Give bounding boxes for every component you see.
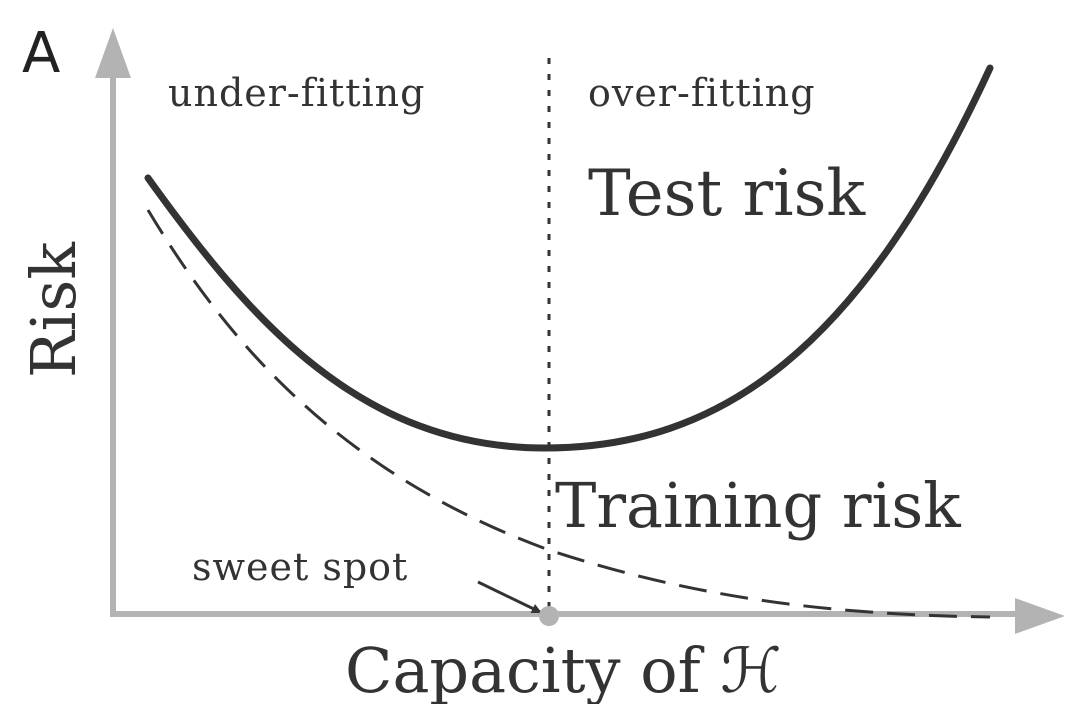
- test-risk-label: Test risk: [588, 157, 866, 231]
- test-risk-curve: [144, 64, 994, 452]
- x-axis-arrowhead: [1015, 598, 1065, 634]
- sweet-spot-marker: [539, 606, 559, 626]
- under-fitting-label: under-fitting: [168, 71, 425, 115]
- y-axis-arrowhead: [95, 28, 131, 78]
- sweet-spot-arrow: [477, 580, 542, 614]
- y-axis-label: Risk: [17, 242, 90, 378]
- x-axis-label: Capacity of ℋ: [345, 634, 782, 704]
- training-risk-curve: [146, 209, 991, 619]
- training-risk-label: Training risk: [555, 469, 961, 542]
- sweet-spot-label: sweet spot: [192, 545, 408, 589]
- panel-label: A: [22, 21, 60, 86]
- over-fitting-label: over-fitting: [588, 71, 816, 115]
- y-axis: [95, 28, 131, 614]
- x-axis: [110, 598, 1065, 634]
